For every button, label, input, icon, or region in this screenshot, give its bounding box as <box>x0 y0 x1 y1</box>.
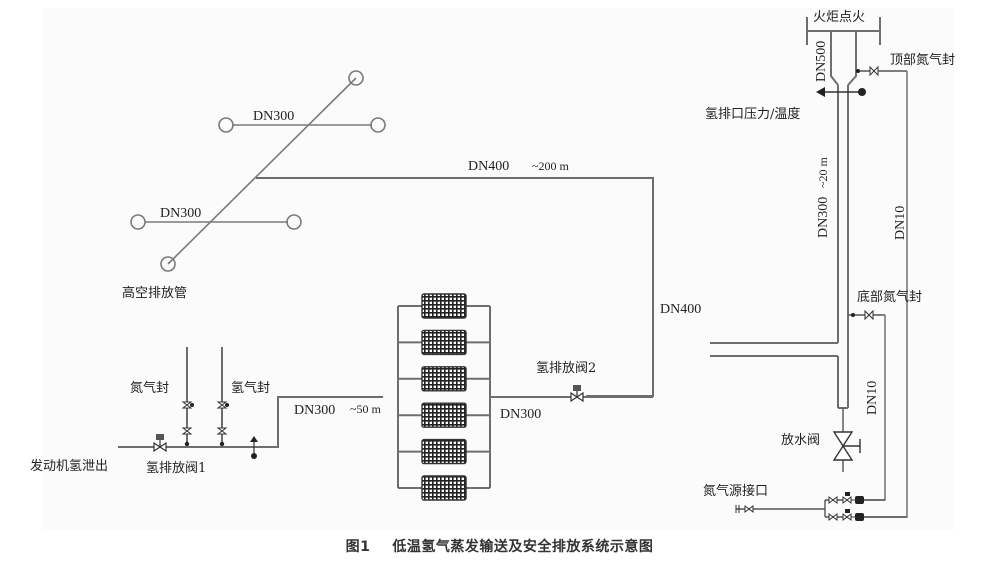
nitrogen-seal-valve-icon[interactable] <box>181 401 194 447</box>
label-outlet-pressure-temp: 氢排口压力/温度 <box>705 106 800 122</box>
label-nitrogen-line-inner: DN10 <box>865 381 880 415</box>
flare-stack <box>710 17 881 409</box>
vent-terminal-icon <box>286 214 302 230</box>
heat-exchanger <box>398 366 490 392</box>
caption-title: 低温氢气蒸发输送及安全排放系统示意图 <box>392 539 654 555</box>
nitrogen-source-valve-icon[interactable] <box>735 505 754 513</box>
diagram-panel <box>43 8 954 530</box>
label-flare-stack-size: DN300 <box>816 197 831 238</box>
vent-diagonal-pipe <box>167 77 357 265</box>
inlet-line <box>118 396 383 448</box>
caption-number: 图1 <box>345 539 371 555</box>
manifold-valve-lower-icon[interactable] <box>828 509 864 521</box>
label-riser-size: DN400 <box>660 302 701 317</box>
heat-exchanger-icon <box>421 438 467 465</box>
label-bottom-nitrogen-seal: 底部氮气封 <box>857 289 922 305</box>
label-nitrogen-line-outer: DN10 <box>893 206 908 240</box>
label-vent-valve-1: 氢排放阀1 <box>146 461 206 476</box>
hydrogen-seal-valve-icon[interactable] <box>216 401 229 447</box>
heat-exchanger <box>398 293 490 319</box>
high-vent-pipe-assembly <box>130 70 386 272</box>
label-nitrogen-source-port: 氮气源接口 <box>703 483 768 499</box>
heat-exchanger-icon <box>421 475 467 501</box>
heat-exchanger-icon <box>421 293 467 319</box>
bottom-nitrogen-seal-valve-icon[interactable] <box>848 309 885 321</box>
vent-terminal-icon <box>348 70 364 86</box>
label-inlet-line-length: ~50 m <box>350 402 381 416</box>
label-torch-ignition: 火炬点火 <box>813 10 865 25</box>
heat-exchanger-bank <box>397 293 491 501</box>
heat-exchanger <box>398 438 490 465</box>
vent-terminal-icon <box>370 117 386 133</box>
label-flare-top-size: DN500 <box>814 41 829 82</box>
label-main-line-size: DN400 <box>468 159 509 174</box>
manifold-valve-upper-icon[interactable] <box>828 492 864 504</box>
label-vent-valve-2: 氢排放阀2 <box>536 361 596 376</box>
label-top-nitrogen-seal: 顶部氮气封 <box>890 52 955 68</box>
label-vent-branch-lower: DN300 <box>160 206 201 221</box>
nitrogen-source-manifold <box>735 492 907 521</box>
heat-exchanger <box>398 475 490 501</box>
vent-terminal-icon <box>130 214 146 230</box>
vent-valve-1-icon[interactable] <box>153 434 167 453</box>
vent-valve-2-icon[interactable] <box>570 385 584 403</box>
label-flare-stack-height: ~20 m <box>816 157 830 188</box>
label-outlet-line-size: DN300 <box>500 407 541 422</box>
label-hydrogen-seal: 氢气封 <box>231 380 270 396</box>
label-main-line-length: ~200 m <box>532 159 569 173</box>
top-nitrogen-seal-valve-icon[interactable] <box>856 65 907 77</box>
label-vent-branch-upper: DN300 <box>253 109 294 124</box>
label-high-vent-pipe: 高空排放管 <box>122 285 187 301</box>
heat-exchanger <box>398 402 490 428</box>
heat-exchanger-icon <box>421 329 467 356</box>
drain-valve-icon[interactable] <box>832 408 861 472</box>
figure-caption: 图1 低温氢气蒸发输送及安全排放系统示意图 <box>0 536 999 556</box>
vent-terminal-icon <box>160 256 176 272</box>
vent-terminal-icon <box>218 117 234 133</box>
heat-exchanger <box>398 329 490 356</box>
label-drain-valve: 放水阀 <box>781 433 820 448</box>
label-inlet-line-size: DN300 <box>294 403 335 418</box>
label-engine-outlet: 发动机氢泄出 <box>30 458 108 474</box>
label-nitrogen-seal: 氮气封 <box>130 380 169 396</box>
heat-exchanger-icon <box>421 402 467 428</box>
pressure-temperature-sensor-icon <box>816 87 866 97</box>
heat-exchanger-icon <box>421 366 467 392</box>
inlet-instrument-icon <box>250 436 258 459</box>
